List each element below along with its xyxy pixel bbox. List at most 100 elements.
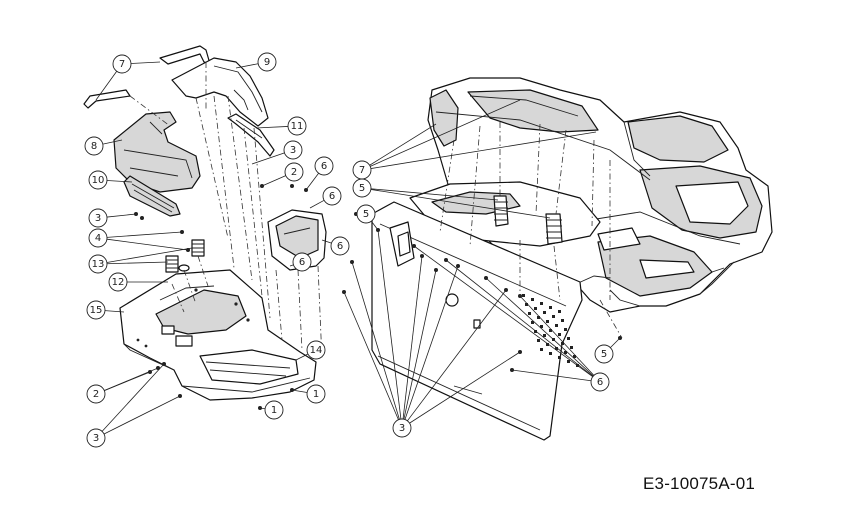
callout-3: 3 xyxy=(392,418,412,438)
leader-line-6 xyxy=(511,369,592,382)
vent-hole xyxy=(549,329,552,332)
callout-13: 13 xyxy=(88,254,108,274)
body-tub xyxy=(427,77,773,313)
callout-number: 11 xyxy=(291,121,304,132)
callout-number: 1 xyxy=(313,389,319,400)
leader-line-11 xyxy=(255,126,289,129)
callout-number: 3 xyxy=(290,145,296,156)
leader-line-9 xyxy=(235,63,259,69)
leader-line-13 xyxy=(106,261,169,265)
floor-pan-part-15 xyxy=(119,269,317,401)
leader-line-14 xyxy=(295,353,309,361)
callout-number: 10 xyxy=(92,175,105,186)
vent-hole xyxy=(522,294,525,297)
callout-circle xyxy=(352,178,372,198)
leader-line-7 xyxy=(370,99,521,167)
callout-circle xyxy=(86,428,106,448)
leader-line-7 xyxy=(130,61,161,64)
callout-circle xyxy=(330,236,350,256)
leader-line-3 xyxy=(103,395,181,435)
drawing-code: E3-10075A-01 xyxy=(643,474,756,493)
vent-hole xyxy=(540,302,543,305)
callout-circle xyxy=(594,344,614,364)
callout-2: 2 xyxy=(86,384,106,404)
vent-hole xyxy=(567,360,570,363)
leader-line-3 xyxy=(409,351,521,424)
leader-line-3 xyxy=(251,152,285,165)
leader-line-8 xyxy=(102,139,123,145)
callout-circle xyxy=(108,272,128,292)
callout-3: 3 xyxy=(88,208,108,228)
leader-line-6 xyxy=(485,277,594,377)
callout-10: 10 xyxy=(88,170,108,190)
callout-circle xyxy=(88,254,108,274)
vent-hole xyxy=(534,330,537,333)
vent-hole xyxy=(537,339,540,342)
vent-hole xyxy=(537,316,540,319)
leader-lines xyxy=(95,61,621,435)
vent-hole xyxy=(531,298,534,301)
callout-circle xyxy=(306,340,326,360)
leader-line-6 xyxy=(305,172,319,191)
callout-number: 3 xyxy=(95,213,101,224)
callout-circle xyxy=(112,54,132,74)
leader-line-3 xyxy=(343,291,399,420)
left-alignment-lines xyxy=(129,62,323,361)
leader-line-7 xyxy=(370,131,597,169)
vent-hole xyxy=(540,348,543,351)
callout-circle xyxy=(264,400,284,420)
callout-3: 3 xyxy=(283,140,303,160)
leader-line-5 xyxy=(610,337,621,348)
leader-line-6 xyxy=(321,239,332,244)
leader-line-6 xyxy=(413,245,593,378)
callout-1: 1 xyxy=(306,384,326,404)
callout-number: 5 xyxy=(601,349,607,360)
vent-holes xyxy=(522,294,579,367)
callout-7: 7 xyxy=(112,54,132,74)
leader-line-3 xyxy=(407,289,507,422)
callout-number: 7 xyxy=(359,165,365,176)
callout-number: 6 xyxy=(299,257,305,268)
callout-circle xyxy=(356,204,376,224)
vent-hole xyxy=(525,303,528,306)
vent-hole xyxy=(534,307,537,310)
vent-hole xyxy=(549,352,552,355)
callout-number: 5 xyxy=(363,209,369,220)
vent-hole xyxy=(546,343,549,346)
callout-3: 3 xyxy=(86,428,106,448)
callout-number: 1 xyxy=(271,405,277,416)
callout-6: 6 xyxy=(330,236,350,256)
leader-line-6 xyxy=(519,295,595,376)
trim-part-11 xyxy=(227,113,275,157)
right-assembly xyxy=(342,77,773,441)
callout-circle xyxy=(292,252,312,272)
callout-14: 14 xyxy=(306,340,326,360)
leader-line-3 xyxy=(404,265,459,420)
callout-5: 5 xyxy=(594,344,614,364)
callout-number: 2 xyxy=(93,389,99,400)
callout-5: 5 xyxy=(352,178,372,198)
leader-line-5 xyxy=(370,189,551,219)
callout-circle xyxy=(322,186,342,206)
callout-number: 6 xyxy=(329,191,335,202)
callout-number: 6 xyxy=(597,377,603,388)
vent-hole xyxy=(558,356,561,359)
leader-line-2 xyxy=(261,175,286,187)
callout-circle xyxy=(257,52,277,72)
callout-circle xyxy=(306,384,326,404)
vent-hole xyxy=(564,351,567,354)
callout-5: 5 xyxy=(356,204,376,224)
callout-number: 4 xyxy=(95,233,101,244)
callout-6: 6 xyxy=(292,252,312,272)
callout-circle xyxy=(84,136,104,156)
vent-hole xyxy=(558,310,561,313)
callout-circle xyxy=(88,170,108,190)
vent-hole xyxy=(561,319,564,322)
leader-line-6 xyxy=(309,199,325,209)
callout-1: 1 xyxy=(264,400,284,420)
leader-line-2 xyxy=(104,367,159,391)
leader-line-7 xyxy=(95,71,118,101)
leader-line-3 xyxy=(403,269,437,420)
